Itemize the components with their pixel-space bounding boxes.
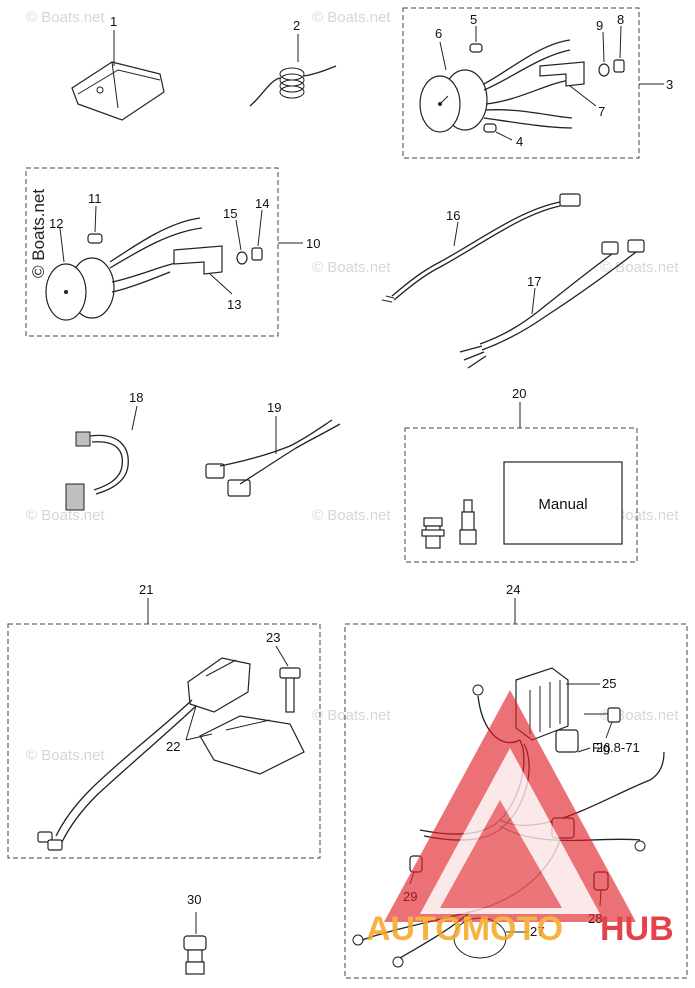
callout-24: 24 <box>506 582 520 597</box>
watermark-text: © Boats.net <box>26 9 105 26</box>
part-9-washer <box>598 31 610 77</box>
part-17-harness <box>459 239 645 369</box>
logo-text-automoto: AUTOMOTO <box>366 910 563 948</box>
part-4-bulb <box>483 123 513 141</box>
callout-10: 10 <box>306 236 320 251</box>
group-box-20 <box>404 427 638 563</box>
callout-9: 9 <box>596 18 603 33</box>
callout-16: 16 <box>446 208 460 223</box>
callout-25: 25 <box>602 676 616 691</box>
callout-17: 17 <box>527 274 541 289</box>
callout-8: 8 <box>617 12 624 27</box>
callout-4: 4 <box>516 134 523 149</box>
group-box-3 <box>402 7 640 159</box>
callout-5: 5 <box>470 12 477 27</box>
part-15-washer <box>235 219 248 265</box>
callout-18: 18 <box>129 390 143 405</box>
manual-label: Manual <box>538 496 587 513</box>
callout-1: 1 <box>110 14 117 29</box>
part-6-gauge <box>419 39 573 133</box>
callout-2: 2 <box>293 18 300 33</box>
part-22-coil <box>37 657 305 851</box>
part-23-bolt <box>275 645 301 713</box>
watermark-text: © Boats.net <box>312 507 391 524</box>
group-box-21 <box>7 623 321 859</box>
fitting-parts <box>421 499 477 549</box>
callout-12: 12 <box>49 216 63 231</box>
callout-26: 26 <box>596 740 610 755</box>
part-2-wire-coil <box>249 34 337 107</box>
callout-13: 13 <box>227 297 241 312</box>
callout-11: 11 <box>88 191 102 206</box>
callout-19: 19 <box>267 400 281 415</box>
logo-text-hub: HUB <box>600 910 674 948</box>
watermark-text: © Boats.net <box>312 259 391 276</box>
part-30-fitting <box>183 912 207 975</box>
callout-6: 6 <box>435 26 442 41</box>
part-13-bracket <box>173 245 233 295</box>
group-box-24 <box>344 623 688 979</box>
callout-7: 7 <box>598 104 605 119</box>
callout-30: 30 <box>187 892 201 907</box>
automotohub-logo: AUTOMOTO HUB <box>366 690 674 948</box>
part-14-nut <box>251 209 263 261</box>
watermark-text: © Boats.net <box>600 259 679 276</box>
part-18-connector-set <box>65 405 138 511</box>
watermark-text: © Boats.net <box>312 707 391 724</box>
callout-15: 15 <box>223 206 237 221</box>
watermark-vertical: © Boats.net <box>29 189 48 278</box>
fig-reference: Fig.8-71 <box>592 740 640 755</box>
callout-23: 23 <box>266 630 280 645</box>
callout-3: 3 <box>666 77 673 92</box>
manual-book <box>503 461 623 545</box>
callout-27: 27 <box>530 924 544 939</box>
part-1-pouch <box>71 30 165 121</box>
callout-22: 22 <box>166 739 180 754</box>
watermarks: © Boats.net © Boats.net © Boats.net © Bo… <box>26 9 679 764</box>
watermark-text: © Boats.net <box>26 747 105 764</box>
group-box-10 <box>25 167 279 337</box>
part-16-harness <box>381 193 581 303</box>
part-26-bolt <box>584 707 621 739</box>
part-7-bracket <box>539 61 597 107</box>
watermark-text: © Boats.net <box>26 507 105 524</box>
watermark-text: © Boats.net <box>312 9 391 26</box>
callout-21: 21 <box>139 582 153 597</box>
part-11-bulb <box>87 205 103 244</box>
part-25-rectifier <box>515 667 600 741</box>
callout-20: 20 <box>512 386 526 401</box>
part-12-gauge <box>45 217 203 321</box>
part-5-bulb <box>469 26 483 53</box>
part-8-nut <box>613 25 625 73</box>
part-19-harness <box>205 416 341 497</box>
callout-14: 14 <box>255 196 269 211</box>
